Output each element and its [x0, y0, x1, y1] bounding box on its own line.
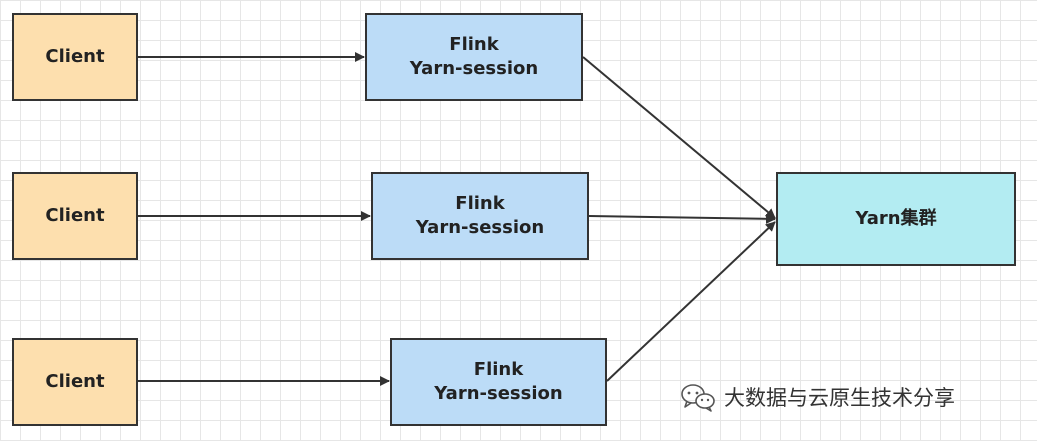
yarn-session-node-3-line2: Yarn-session	[434, 383, 563, 404]
edge-session-2-to-cluster	[588, 213, 776, 224]
yarn-session-node-2-line2: Yarn-session	[415, 217, 545, 238]
client-node-3-label: Client	[45, 371, 105, 392]
watermark-text: 大数据与云原生技术分享	[724, 386, 955, 410]
watermark: 大数据与云原生技术分享	[680, 380, 955, 414]
client-node-1-label: Client	[45, 46, 105, 67]
yarn-session-node-1-line1: Flink	[449, 34, 499, 55]
client-node-2-label: Client	[45, 205, 105, 226]
yarn-session-node-3-line1: Flink	[473, 359, 524, 380]
edge-session-3-to-cluster	[606, 221, 776, 382]
yarn-session-node-2-line1: Flink	[455, 193, 505, 214]
yarn-session-node-3[interactable]: Flink Yarn-session	[390, 338, 607, 426]
client-node-1[interactable]: Client	[12, 13, 138, 101]
client-node-2[interactable]: Client	[12, 172, 138, 260]
wechat-icon	[681, 384, 715, 412]
yarn-cluster-label: Yarn集群	[855, 208, 937, 229]
edge-session-1-to-cluster	[582, 56, 776, 219]
yarn-session-node-2[interactable]: Flink Yarn-session	[371, 172, 589, 260]
yarn-session-node-1[interactable]: Flink Yarn-session	[365, 13, 583, 101]
yarn-session-node-1-line2: Yarn-session	[409, 58, 539, 79]
yarn-cluster-node[interactable]: Yarn集群	[776, 172, 1016, 266]
client-node-3[interactable]: Client	[12, 338, 138, 426]
